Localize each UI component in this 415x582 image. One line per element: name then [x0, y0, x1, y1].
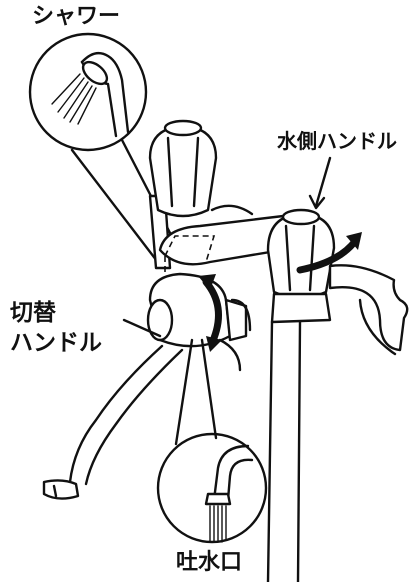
water-side-handle [266, 208, 336, 324]
switch-handle-label-line1: 切替 [10, 300, 56, 326]
shower-head-icon [51, 51, 130, 138]
switch-handle-label-line2: ハンドル [10, 330, 102, 356]
water-handle-rotation-arrow [296, 232, 362, 274]
switch-handle [146, 272, 248, 348]
shower-label: シャワー [32, 4, 121, 29]
water-side-handle-label: 水側ハンドル [277, 129, 397, 153]
water-stream-icon [204, 444, 254, 543]
spout-pipe [42, 344, 184, 500]
switch-handle-rotation-arrow [198, 274, 222, 352]
hot-side-handle [148, 119, 218, 218]
spout-detail-callout [156, 338, 268, 544]
spout-label: 吐水口 [176, 550, 243, 575]
